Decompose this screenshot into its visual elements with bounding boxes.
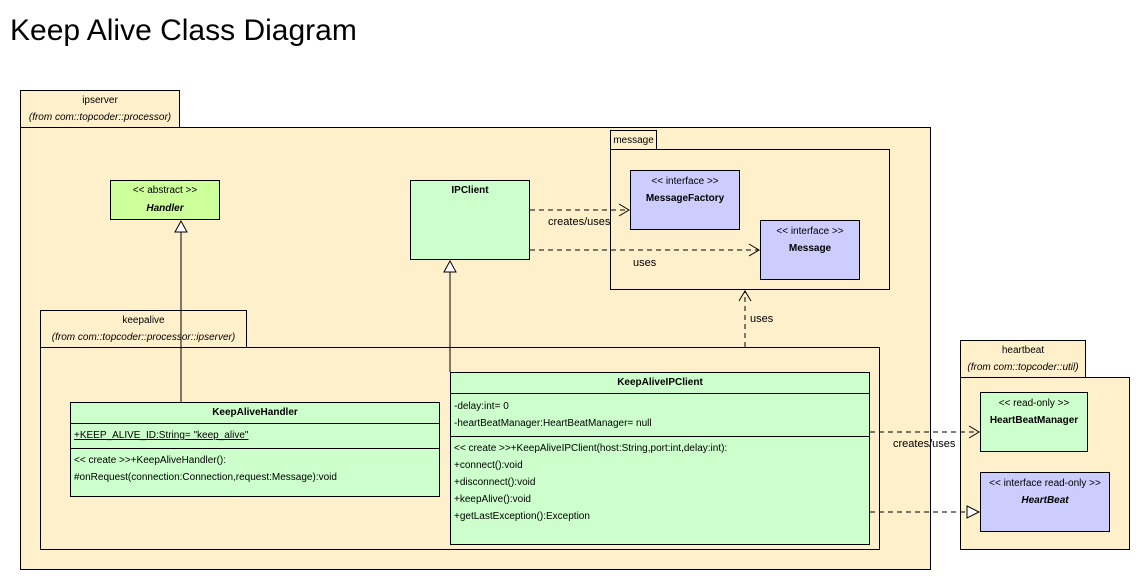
class-keep-alive-handler[interactable]: KeepAliveHandler +KEEP_ALIVE_ID:String= … (70, 402, 440, 497)
package-keepalive-from: (from com::topcoder::processor::ipserver… (51, 332, 236, 343)
package-keepalive-name: keepalive (122, 315, 165, 326)
dependency-ipclient-message-arrowhead (748, 243, 760, 257)
keep-alive-ipclient-divider (451, 436, 869, 437)
package-heartbeat-name: heartbeat (1001, 345, 1045, 356)
class-heartbeat-manager[interactable]: << read-only >> HeartBeatManager (980, 392, 1088, 452)
heartbeat-stereotype: << interface read-only >> (989, 478, 1101, 489)
relation-label-ipclient-message: uses (633, 257, 657, 269)
keep-alive-ipclient-operation: +connect():void (454, 460, 523, 471)
package-message-name: message (613, 135, 654, 146)
message-factory-stereotype: << interface >> (651, 176, 719, 187)
message-stereotype: << interface >> (776, 226, 844, 237)
package-ipserver-name: ipserver (82, 95, 118, 106)
keep-alive-ipclient-name: KeepAliveIPClient (617, 377, 703, 388)
dependency-keepalive-heartbeat-manager-arrowhead (968, 425, 980, 439)
keep-alive-handler-operation: << create >>+KeepAliveHandler(): (74, 455, 227, 466)
class-message[interactable]: << interface >> Message (760, 220, 860, 280)
relation-label-keepalive-heartbeat: creates/uses (893, 438, 956, 450)
message-factory-name: MessageFactory (645, 193, 725, 204)
ipclient-name: IPClient (451, 185, 489, 196)
class-handler[interactable]: << abstract >> Handler (110, 180, 220, 220)
class-heartbeat[interactable]: << interface read-only >> HeartBeat (980, 472, 1110, 532)
keep-alive-ipclient-operation: +keepAlive():void (454, 494, 531, 505)
class-ipclient[interactable]: IPClient (410, 180, 530, 260)
generalization-keep-alive-ipclient-arrowhead (443, 259, 457, 273)
generalization-keep-alive-handler-arrowhead (174, 219, 188, 233)
keep-alive-ipclient-operation: << create >>+KeepAliveIPClient(host:Stri… (454, 443, 728, 454)
relation-label-keepalive-message: uses (750, 313, 774, 325)
keep-alive-handler-operation: #onRequest(connection:Connection,request… (74, 472, 337, 483)
package-keepalive-tab[interactable]: keepalive (from com::topcoder::processor… (40, 310, 247, 348)
package-heartbeat-tab[interactable]: heartbeat (from com::topcoder::util) (960, 340, 1086, 378)
handler-name: Handler (146, 203, 184, 214)
class-message-factory[interactable]: << interface >> MessageFactory (630, 170, 740, 230)
package-heartbeat-from: (from com::topcoder::util) (967, 362, 1079, 373)
handler-stereotype: << abstract >> (132, 185, 198, 196)
heartbeat-manager-name: HeartBeatManager (989, 415, 1079, 426)
heartbeat-manager-stereotype: << read-only >> (998, 398, 1070, 409)
keep-alive-ipclient-attribute: -delay:int= 0 (454, 401, 509, 412)
keep-alive-handler-attribute: +KEEP_ALIVE_ID:String= "keep_alive" (74, 430, 249, 441)
dependency-ipclient-factory-arrowhead (618, 203, 630, 217)
relation-label-ipclient-factory: creates/uses (548, 216, 611, 228)
package-ipserver-tab[interactable]: ipserver (from com::topcoder::processor) (20, 90, 180, 128)
class-keep-alive-ipclient[interactable]: KeepAliveIPClient -delay:int= 0 -heartBe… (450, 372, 870, 545)
keep-alive-handler-name: KeepAliveHandler (212, 407, 298, 418)
keep-alive-handler-divider (71, 423, 439, 424)
keep-alive-ipclient-operation: +disconnect():void (454, 477, 536, 488)
realization-heartbeat-arrowhead (966, 505, 981, 519)
dependency-keepalive-message-arrowhead (738, 290, 752, 302)
diagram-title: Keep Alive Class Diagram (10, 14, 357, 47)
heartbeat-name: HeartBeat (1021, 495, 1069, 506)
keep-alive-ipclient-operation: +getLastException():Exception (454, 511, 590, 522)
keep-alive-ipclient-divider (451, 393, 869, 394)
package-ipserver-from: (from com::topcoder::processor) (28, 112, 172, 123)
message-name: Message (788, 243, 832, 254)
keep-alive-handler-divider (71, 448, 439, 449)
keep-alive-ipclient-attribute: -heartBeatManager:HeartBeatManager= null (454, 418, 652, 429)
